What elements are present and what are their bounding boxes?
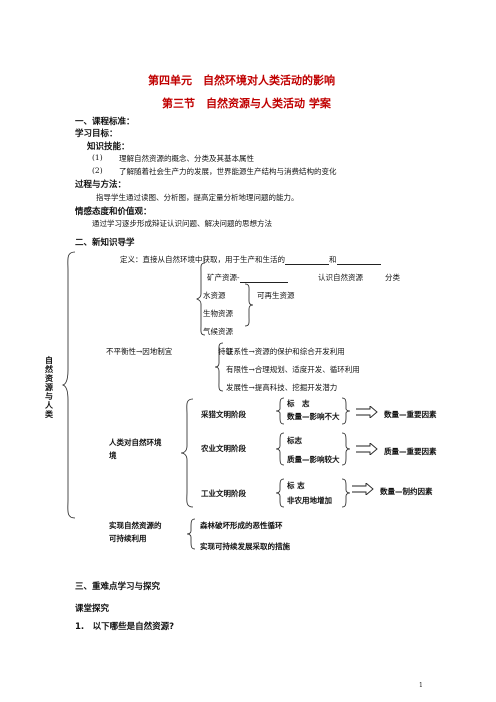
human-environment-suffix: 境 xyxy=(109,451,117,460)
renewable-label: 可再生资源 xyxy=(257,291,295,300)
stage2-mark: 标志 xyxy=(287,436,302,445)
stages-brace xyxy=(180,398,194,508)
stage-agriculture: 农业文明阶段 xyxy=(201,444,246,453)
mineral-resources: 矿产资源- xyxy=(207,272,288,283)
double-arrow-icon xyxy=(356,406,378,418)
bio-resources: 生物资源 xyxy=(203,309,233,318)
sustain-label-2: 可持续利用 xyxy=(109,534,147,543)
section-title: 第三节 自然资源与人类活动 学案 xyxy=(162,97,331,110)
stage2-result: 质量—重要因素 xyxy=(384,447,437,456)
course-standard-heading: 一、课程标准： xyxy=(75,117,135,127)
process-method-text: 指导学生通过读图、分析图，提高定量分析地理问题的能力。 xyxy=(96,193,299,202)
goal-2-number: (2) xyxy=(92,166,103,175)
stage2-brace xyxy=(275,432,285,466)
water-resources: 水资源 xyxy=(203,291,226,300)
attitude-values-text: 通过学习逐步形成辩证认识问题、解决问题的思想方法 xyxy=(92,219,272,228)
stage2-quality: 质量—影响较大 xyxy=(287,455,340,464)
stage1-quantity: 数量—影响不大 xyxy=(287,412,340,421)
feature-brace xyxy=(214,342,224,392)
stage3-brace xyxy=(275,478,285,508)
key-points-heading: 三、重难点学习与探究 xyxy=(75,582,161,592)
human-environment-label: 人类对自然环境 xyxy=(109,438,162,447)
stage1-brace xyxy=(275,397,285,425)
feature-label: 特征 xyxy=(218,347,233,356)
connectivity-feature: 联系性→资源的保护和综合开发利用 xyxy=(226,347,345,356)
climate-resources: 气候资源 xyxy=(203,327,233,336)
sustain-item-measures: 实现可持续发展采取的措施 xyxy=(200,542,290,551)
blank-3[interactable] xyxy=(239,282,288,283)
double-arrow-icon xyxy=(356,443,378,455)
stage3-result: 数量—制约因素 xyxy=(380,487,433,496)
classification-brace xyxy=(196,262,206,336)
root-brace xyxy=(61,251,76,519)
renewable-brace xyxy=(244,283,254,327)
new-knowledge-heading: 二、新知识导学 xyxy=(75,238,135,248)
unevenness: 不平衡性→因地制宜 xyxy=(106,347,173,356)
page-number: 1 xyxy=(419,682,423,689)
stage1-result: 数量—重要因素 xyxy=(384,410,437,419)
sustain-item-forest: 森林破坏形成的恶性循环 xyxy=(200,521,283,530)
class-exploration-heading: 课堂探究 xyxy=(75,604,110,614)
classify-label: 分类 xyxy=(385,273,400,282)
root-label: 自然资源与人类 xyxy=(45,356,53,419)
stage-industry: 工业文明阶段 xyxy=(201,489,246,498)
stage3-mark: 标 志 xyxy=(287,481,305,490)
stage3-land: 非农用地增加 xyxy=(287,496,332,505)
double-arrow-icon xyxy=(352,483,374,495)
goal-1-number: (1) xyxy=(92,153,103,162)
attitude-values-heading: 情感态度和价值观： xyxy=(75,207,152,217)
limited-feature: 有限性→合理规划、适度开发、循环利用 xyxy=(226,365,360,374)
stage1-right-brace xyxy=(341,397,351,425)
stage-hunting: 采猎文明阶段 xyxy=(201,410,246,419)
sustain-label-1: 实现自然资源的 xyxy=(109,521,162,530)
recognize-resources: 认识自然资源 xyxy=(318,273,363,282)
blank-1[interactable] xyxy=(285,264,329,265)
knowledge-skills-heading: 知识技能： xyxy=(87,142,130,152)
development-feature: 发展性→提高科技、挖掘开发潜力 xyxy=(226,383,338,392)
goal-1-text: 理解自然资源的概念、分类及其基本属性 xyxy=(119,154,254,163)
goal-2-text: 了解随着社会生产力的发展，世界能源生产结构与消费结构的变化 xyxy=(119,167,337,176)
sustain-brace xyxy=(186,518,196,550)
process-method-heading: 过程与方法： xyxy=(75,180,127,190)
stage2-right-brace xyxy=(341,432,351,466)
stage1-mark: 标 志 xyxy=(287,399,310,408)
unit-title: 第四单元 自然环境对人类活动的影响 xyxy=(148,74,335,87)
blank-2[interactable] xyxy=(336,264,381,265)
stage3-right-brace xyxy=(341,478,351,508)
definition-text: 定义：直接从自然环境中获取，用于生产和生活的和 xyxy=(120,254,381,265)
question-1: 1. 以下哪些是自然资源? xyxy=(75,622,175,632)
learning-goals-heading: 学习目标： xyxy=(75,129,118,139)
